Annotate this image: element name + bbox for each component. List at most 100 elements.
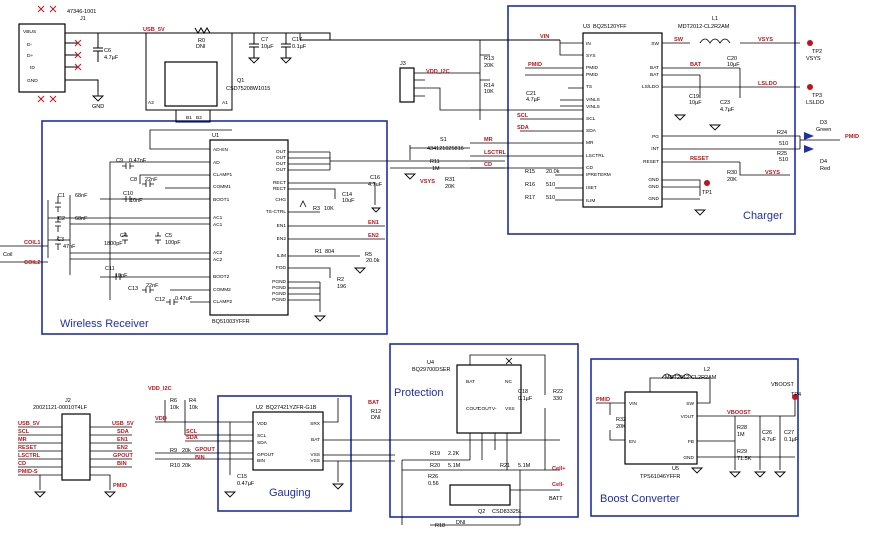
c4-ref: C4 — [120, 233, 127, 239]
net-scl-u2: SCL — [186, 429, 198, 435]
c7-c17-caps — [249, 33, 291, 58]
c11-ref: C11 — [105, 266, 115, 272]
u3-pin-ilim: ILIM — [586, 198, 595, 204]
c27-ref: C27 — [784, 430, 794, 436]
u3-ref: U3 — [583, 24, 590, 30]
net-en1-u1: EN1 — [368, 220, 379, 226]
u1-out-wires — [288, 151, 505, 171]
u2-left-wires — [155, 400, 253, 475]
q1-ref: Q1 — [237, 78, 244, 84]
r20-ref: R20 — [430, 463, 440, 469]
u3-pin-ipreterm: IPRETERM — [586, 172, 611, 178]
j1-pin-dminus: D- — [27, 42, 32, 48]
u1-capacitors — [55, 163, 178, 305]
u4-ref: U4 — [427, 360, 434, 366]
u4-pin-cout1: COUT — [466, 406, 480, 412]
l1-ref: L1 — [712, 16, 718, 22]
c9-value: 0.47nF — [129, 158, 147, 164]
u2-pin-bat: BAT — [311, 437, 320, 443]
r30-value: 20K — [727, 177, 737, 183]
d3-led — [804, 132, 814, 140]
r0-value: DNI — [196, 44, 206, 50]
net-vdd-u2: VDD — [155, 416, 167, 422]
c2-ref: C2 — [58, 216, 65, 222]
c20-value: 10µF — [727, 62, 740, 68]
j2-right-sda: SDA — [117, 429, 129, 435]
r31-value: 20K — [445, 184, 455, 190]
u2-pin-bin: BIN — [257, 458, 266, 464]
r24-ref: R24 — [777, 130, 787, 136]
u3-pin-pmid2: PMID — [586, 72, 599, 78]
u4-pin-cout2: COUT — [478, 406, 492, 412]
net-coil1: COIL1 — [24, 240, 40, 246]
c1-value: 68nF — [75, 193, 88, 199]
c23-value: 4.7µF — [720, 107, 735, 113]
r2-value: 196 — [337, 284, 346, 290]
l2-inductor — [661, 373, 693, 379]
c6-value: 4.7µF — [104, 55, 119, 61]
r17-value: 510 — [546, 195, 555, 201]
u1-pin-chg: CHG — [275, 197, 286, 203]
j2-ref: J2 — [65, 398, 71, 404]
net-pmid-u3: PMID — [528, 62, 542, 68]
u1-pin-rect2: RECT — [273, 186, 286, 192]
j1-pin-id: ID — [30, 65, 35, 71]
q1-pin-a1: A1 — [222, 100, 228, 106]
j2-left-usb5v: USB_5V — [18, 421, 40, 427]
u1-pin-boot1: BOOT1 — [213, 197, 230, 203]
j2-left-lsctrl: LSCTRL — [18, 453, 41, 459]
c14-ref: C14 — [342, 192, 352, 198]
r26-value: 0.56 — [428, 481, 439, 487]
net-lsctrl-u3: LSCTRL — [484, 150, 507, 156]
u5-part-number: TPS61046YFFR — [640, 474, 680, 480]
r32-value: 20K — [616, 424, 626, 430]
r10-ref: R10 — [170, 463, 180, 469]
u1-pin-ilim: ILIM — [277, 253, 286, 259]
u4-pin-nc: NC — [505, 379, 512, 385]
l1-part-number: MDT2012-CL2R2AM — [678, 24, 730, 30]
net-vsys-r30: VSYS — [765, 170, 780, 176]
j2-part-number: 20021121-00010T4LF — [33, 405, 88, 411]
net-vboost-u5: VBOOST — [727, 410, 751, 416]
r2-ref: R2 — [337, 277, 344, 283]
u2-part-number: BQ27421YZFR-G1B — [266, 405, 317, 411]
u2-grounds — [223, 483, 345, 498]
u1-pin-en2: EN2 — [277, 236, 287, 242]
u1-left-pins: AD-EN AD CLAMP1 COMM1 BOOT1 AC1 AC1 AC2 … — [213, 147, 233, 305]
c7-value: 10µF — [261, 44, 274, 50]
net-sw: SW — [674, 37, 684, 43]
r18-ref: R18 — [435, 523, 445, 529]
q1-pin-b2: B2 — [196, 115, 202, 121]
j2-header — [61, 413, 91, 481]
j2-left-mr: MR — [18, 437, 27, 443]
r4-value: 10k — [189, 405, 198, 411]
net-sda-u2: SDA — [186, 435, 198, 441]
tp2-ref: TP2 — [812, 49, 822, 55]
net-usb-5v-top: USB_5V — [143, 27, 165, 33]
r6-value: 10k — [170, 405, 179, 411]
u1-ground — [313, 315, 327, 322]
u1-pin-pgnd4: PGND — [272, 297, 286, 303]
u4-pin-bat: BAT — [466, 379, 475, 385]
c21-value: 4.7µF — [526, 97, 541, 103]
u1-pin-ac1a: AC1 — [213, 215, 223, 221]
j2-right-nets: USB_5V SDA EN1 EN2 GPOUT BIN — [112, 421, 134, 467]
j1-ground — [91, 92, 105, 102]
r12-ref: R12 — [371, 409, 381, 415]
j1-part-number: 47346-1001 — [67, 9, 96, 15]
d4-ref: D4 — [820, 159, 827, 165]
u1-pin-ac2b: AC2 — [213, 257, 223, 263]
vin-wire — [300, 32, 560, 41]
u1-pin-pgnd3: PGND — [272, 291, 286, 297]
u3-pin-lsctrl: LSCTRL — [586, 153, 605, 159]
u1-pin-clamp1: CLAMP1 — [213, 172, 233, 178]
j2-wires — [18, 426, 132, 490]
u1-pin-ad: AD — [213, 160, 220, 166]
j2-left-reset: RESET — [18, 445, 37, 451]
net-bat-u3: BAT — [690, 62, 702, 68]
coil-network-wires — [47, 195, 71, 275]
s1-wires — [409, 145, 470, 160]
c18-ref: C18 — [518, 389, 528, 395]
u1-pin-comm2: COMM2 — [213, 287, 231, 293]
